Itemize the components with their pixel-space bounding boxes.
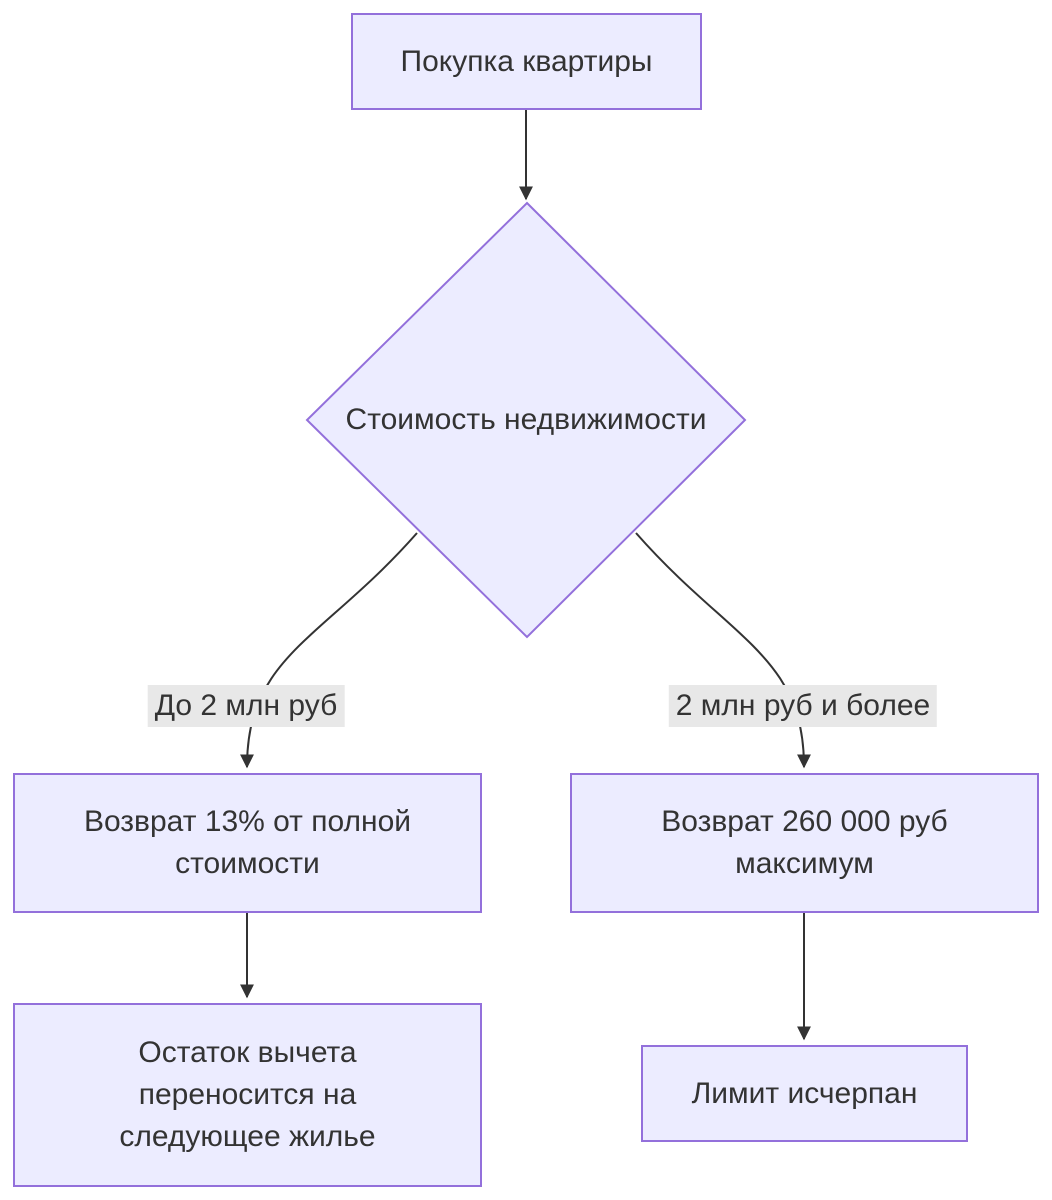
node-refund-260k: Возврат 260 000 руб максимум [570, 773, 1039, 913]
edge-decision-to-refund260 [635, 532, 811, 769]
node-refund-13-percent-label: Возврат 13% от полной стоимости [83, 805, 412, 880]
node-refund-13-percent: Возврат 13% от полной стоимости [13, 773, 482, 913]
node-decision-label: Стоимость недвижимости [345, 403, 707, 436]
edge-decision-to-refund13 [240, 532, 418, 769]
node-start-label: Покупка квартиры [400, 44, 653, 78]
edge-label-2m-or-more: 2 млн руб и более [668, 685, 938, 727]
node-deduction-carryover-label: Остаток вычета переносится на следующее … [119, 1036, 376, 1153]
node-limit-exhausted-label: Лимит исчерпан [691, 1076, 918, 1110]
edge-label-under-2m: До 2 млн руб [147, 685, 345, 727]
decision-diamond-shape [305, 201, 747, 639]
node-limit-exhausted: Лимит исчерпан [641, 1045, 968, 1142]
node-deduction-carryover: Остаток вычета переносится на следующее … [13, 1003, 482, 1187]
node-refund-260k-label: Возврат 260 000 руб максимум [661, 805, 948, 880]
node-start: Покупка квартиры [351, 13, 702, 110]
